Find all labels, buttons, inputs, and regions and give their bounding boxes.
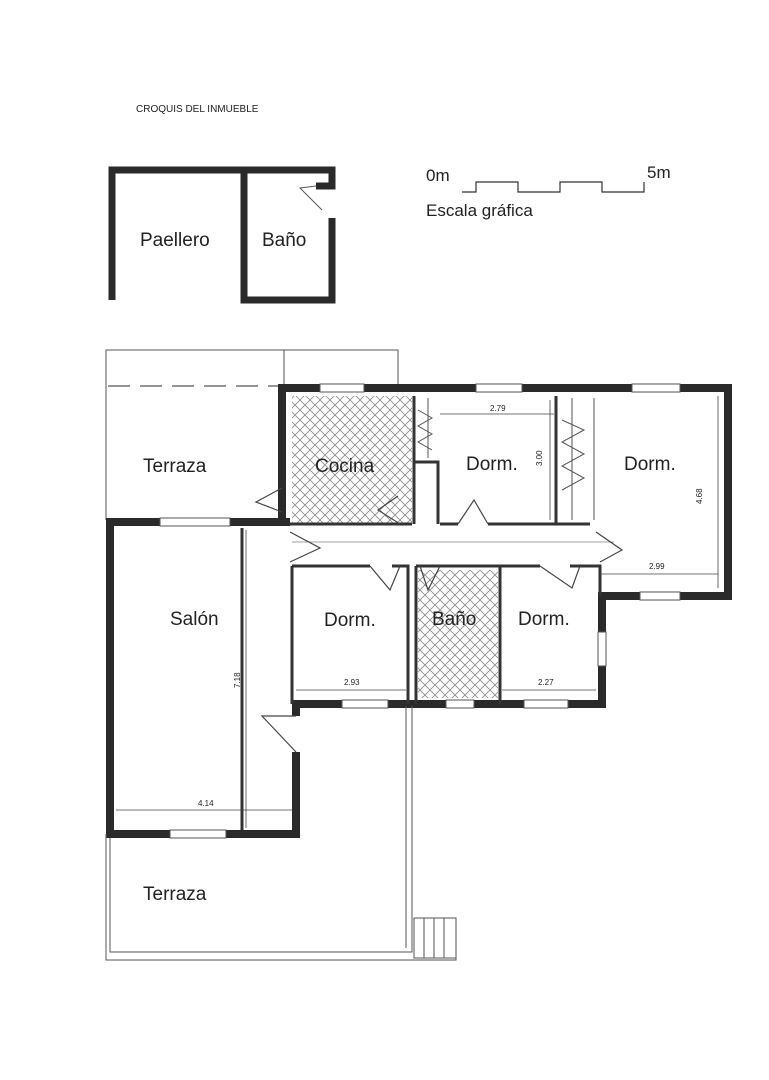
door-swings [254, 487, 624, 753]
room-label-dorm-bottom-right: Dorm. [518, 609, 570, 630]
dim-label-4-68: 4.68 [695, 488, 704, 504]
windows [159, 383, 681, 839]
dim-label-7-18: 7.18 [233, 672, 242, 688]
room-label-bano-ext: Baño [262, 230, 306, 251]
room-label-dorm-top-right: Dorm. [624, 454, 676, 475]
scale-bar: 0m 5m Escala gráfica [426, 163, 671, 220]
scale-caption: Escala gráfica [426, 201, 533, 220]
interior-walls [240, 396, 602, 830]
dim-label-2-93: 2.93 [344, 678, 360, 687]
dim-label-2-27: 2.27 [538, 678, 554, 687]
dim-label-2-79: 2.79 [490, 404, 506, 413]
outbuilding: Paellero Baño [108, 166, 336, 304]
room-label-cocina: Cocina [315, 456, 375, 477]
terrace-top: Terraza [105, 349, 399, 520]
dim-label-4-14: 4.14 [198, 799, 214, 808]
closet-marks [416, 398, 595, 520]
terrace-bottom [105, 706, 457, 961]
room-label-terraza-bottom: Terraza [143, 884, 207, 905]
scale-end-label: 5m [647, 163, 671, 182]
page-title: CROQUIS DEL INMUEBLE [136, 104, 259, 115]
dimension-lines [116, 396, 719, 828]
room-label-dorm-top-mid: Dorm. [466, 454, 518, 475]
room-label-bano-int: Baño [432, 609, 476, 630]
room-label-paellero: Paellero [140, 230, 210, 251]
dim-label-3-00: 3.00 [535, 450, 544, 466]
kitchen-floor-hatch [292, 396, 412, 524]
bathroom-floor-hatch [418, 570, 498, 698]
room-label-dorm-bottom-left: Dorm. [324, 610, 376, 631]
room-label-salon: Salón [170, 609, 219, 630]
dim-label-2-99: 2.99 [649, 562, 665, 571]
scale-start-label: 0m [426, 166, 450, 185]
room-label-terraza-top: Terraza [143, 456, 207, 477]
